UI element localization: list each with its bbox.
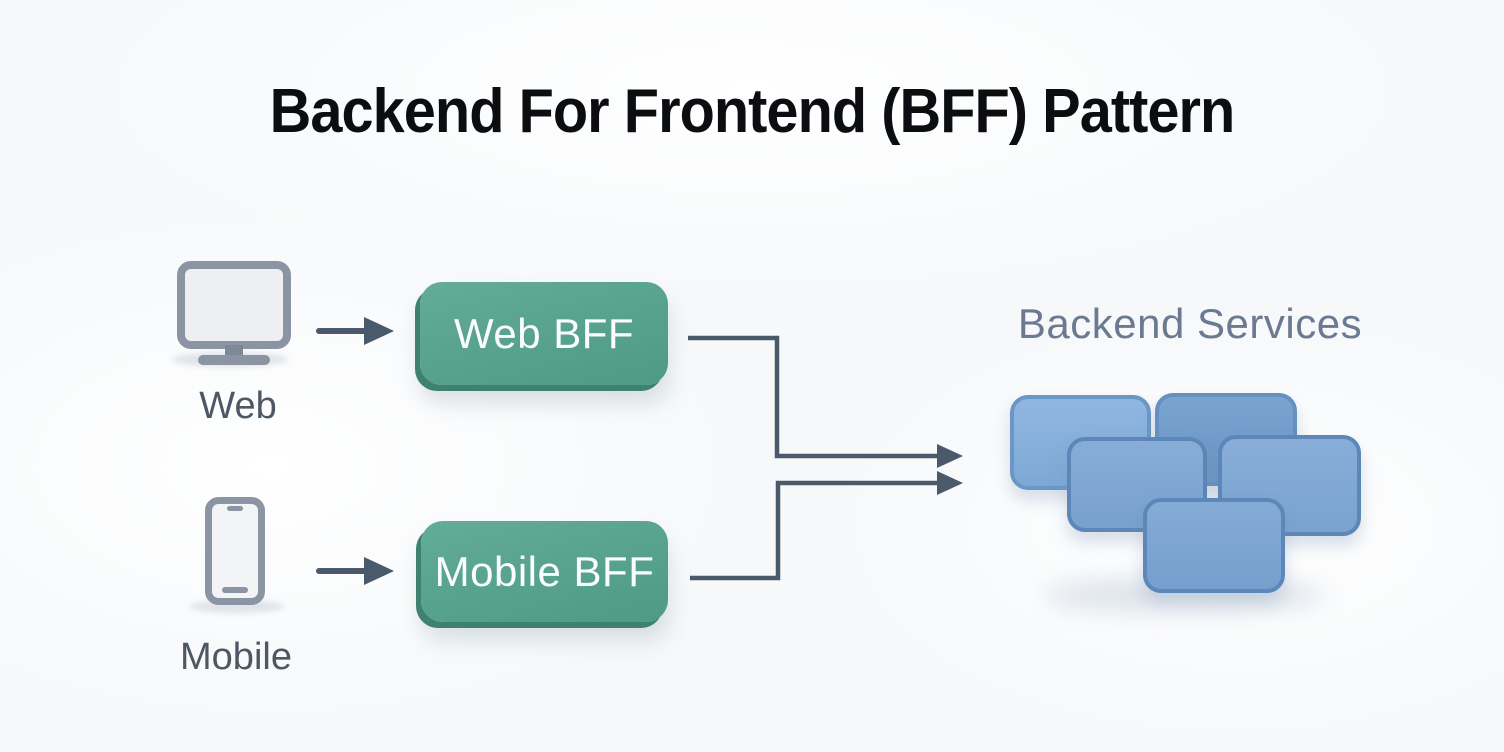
web-client-label: Web — [199, 385, 277, 427]
smartphone-icon — [205, 497, 265, 610]
desktop-monitor-icon — [176, 260, 292, 371]
web-bff-box: Web BFF — [420, 282, 668, 385]
mobile-bff-box: Mobile BFF — [421, 521, 668, 622]
mobile-to-mobile-bff-arrow-icon — [316, 557, 394, 585]
diagram-title: Backend For Frontend (BFF) Pattern — [269, 77, 1236, 146]
backend-service-box — [1218, 435, 1361, 536]
arrowhead-icon — [937, 444, 963, 468]
web-to-web-bff-arrow-icon — [316, 317, 394, 345]
backend-services-label: Backend Services — [1017, 300, 1363, 347]
mobile-client-label: Mobile — [180, 636, 292, 678]
arrowhead-icon — [937, 471, 963, 495]
backend-service-box — [1143, 498, 1285, 593]
web-bff-to-backend-connector — [688, 335, 963, 468]
web-bff-label: Web BFF — [453, 309, 635, 357]
mobile-bff-label: Mobile BFF — [434, 547, 655, 595]
mobile-bff-to-backend-connector — [690, 471, 963, 581]
